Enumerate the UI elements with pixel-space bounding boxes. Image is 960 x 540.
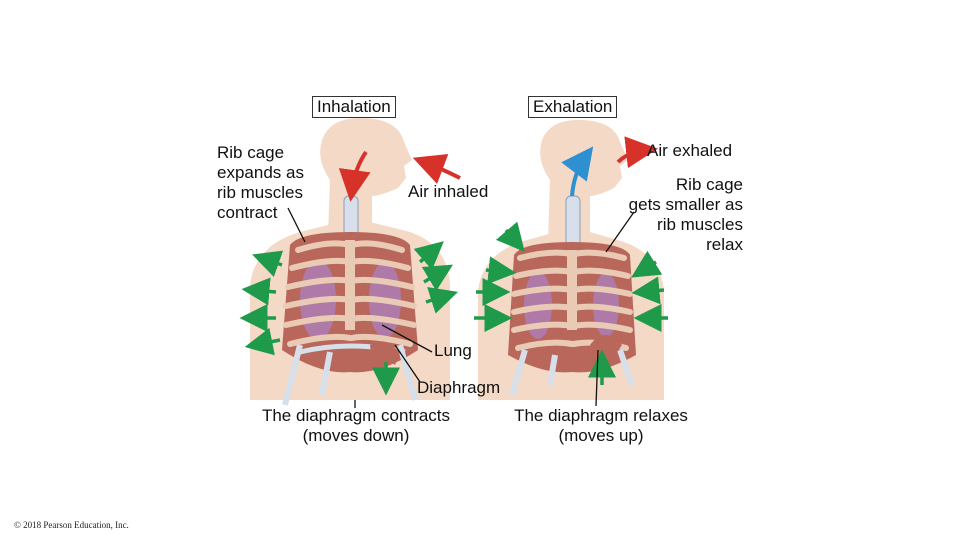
- exhalation-figure: [458, 120, 668, 406]
- inhalation-title: Inhalation: [312, 96, 396, 118]
- air-in-arrow-2: [424, 162, 460, 178]
- trachea-2: [566, 196, 580, 248]
- diaphragm-label: Diaphragm: [417, 378, 500, 398]
- lung-label: Lung: [434, 341, 472, 361]
- relaxes-caption: The diaphragm relaxes (moves up): [498, 406, 704, 446]
- sternum: [345, 240, 355, 330]
- air-exhaled-label: Air exhaled: [647, 141, 732, 161]
- rib-smaller-label: Rib cage gets smaller as rib muscles rel…: [600, 175, 743, 255]
- contracts-caption: The diaphragm contracts (moves down): [242, 406, 470, 446]
- exhalation-title: Exhalation: [528, 96, 617, 118]
- air-inhaled-label: Air inhaled: [408, 182, 488, 202]
- rib-expand-label: Rib cage expands as rib muscles contract: [217, 143, 304, 223]
- copyright-text: © 2018 Pearson Education, Inc.: [14, 520, 129, 530]
- head-neck: [320, 118, 412, 235]
- sternum-2: [567, 250, 577, 330]
